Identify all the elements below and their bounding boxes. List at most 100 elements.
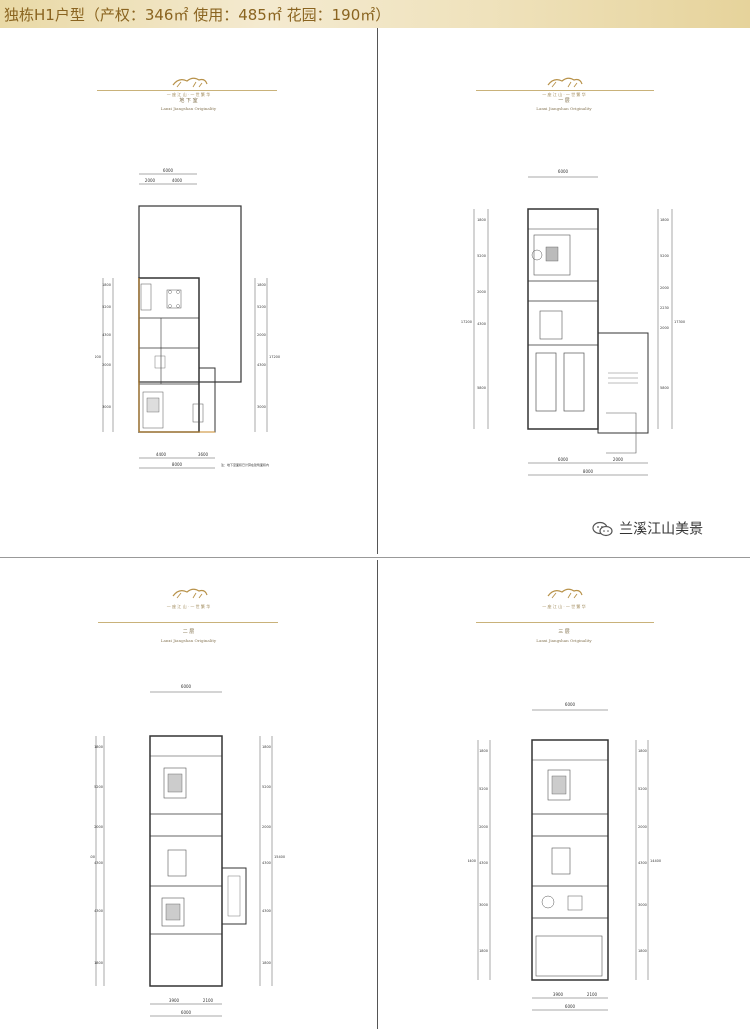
dim-right-5: 2000	[660, 326, 669, 330]
dim-left-total: 17200	[461, 320, 472, 324]
dim-right-4: 4300	[257, 363, 266, 367]
floor-name: 三 层	[558, 629, 570, 635]
panel-second-floor: 一 座 江 山 · 一 世 繁 华 二 层 Lanxi Jiangshan Or…	[0, 560, 377, 1029]
dim-left-1: 1800	[102, 283, 111, 287]
dim-left-5: 3000	[479, 903, 488, 907]
dim-left-6: 1800	[94, 961, 103, 965]
dim-right-5: 3000	[638, 903, 647, 907]
dim-left-total: 14400	[468, 859, 476, 863]
dim-top-total: 6000	[558, 169, 569, 174]
gold-rule	[476, 90, 654, 91]
dim-bottom-b: 2000	[613, 457, 624, 462]
dim-right-2: 5200	[638, 787, 647, 791]
dim-right-4: 2230	[660, 306, 669, 310]
dim-left-3: 4300	[102, 333, 111, 337]
gold-rule	[98, 622, 278, 623]
dim-left-5: 3000	[102, 405, 111, 409]
floor-plan-first: 6000 1800 5200 2000 4300 5800 17200 1800…	[461, 169, 685, 476]
dim-right-6: 1800	[638, 949, 647, 953]
floor-name: 二 层	[182, 629, 195, 635]
dim-left-2: 5200	[477, 254, 486, 258]
floor-plan-basement: 6000 2000 4000 1800 5200 4300 2000 3000	[95, 168, 280, 469]
horse-logo-icon	[547, 588, 583, 599]
wechat-icon	[592, 521, 613, 536]
dim-left-3: 2000	[477, 290, 486, 294]
dim-left-total: 15400	[90, 855, 95, 859]
dim-left-1: 1800	[94, 745, 103, 749]
dim-right-1: 1800	[257, 283, 266, 287]
dim-left-1: 1800	[479, 749, 488, 753]
watermark-text: 兰溪江山美景	[619, 521, 704, 538]
gold-rule	[476, 622, 654, 623]
dim-right-total: 14400	[650, 859, 661, 863]
dim-left-4: 4300	[477, 322, 486, 326]
floor-plan-third: 6000 1800 5200 2000 4300 3000 1800 14400…	[468, 702, 661, 1011]
english-caption: Lanxi Jiangshan Originality	[160, 106, 217, 111]
dim-top-total: 6000	[163, 168, 174, 173]
dim-bottom-total: 8000	[172, 462, 183, 467]
dim-bottom-a: 3900	[169, 998, 180, 1003]
dim-right-total: 15400	[274, 855, 285, 859]
dim-left-2: 5200	[479, 787, 488, 791]
english-caption: Lanxi Jiangshan Originality	[160, 638, 217, 643]
dim-left-3: 2000	[94, 825, 103, 829]
dim-left-3: 2000	[479, 825, 488, 829]
english-caption: Lanxi Jiangshan Originality	[536, 638, 592, 643]
horizontal-divider	[0, 557, 750, 558]
dim-right-3: 2000	[257, 333, 266, 337]
dim-bottom-b: 3600	[198, 452, 209, 457]
panel-first-floor: 一 座 江 山 · 一 世 繁 华 一 层 Lanxi Jiangshan Or…	[378, 28, 750, 557]
vertical-divider-bottom	[377, 560, 378, 1029]
dim-right-2: 5200	[262, 785, 271, 789]
tagline: 一 座 江 山 · 一 世 繁 华	[542, 92, 586, 97]
dim-left-5: 5800	[477, 386, 486, 390]
horse-logo-icon	[172, 588, 208, 599]
dim-right-3: 2000	[638, 825, 647, 829]
tagline: 一 座 江 山 · 一 世 繁 华	[166, 92, 211, 97]
horse-logo-icon	[547, 77, 583, 88]
panel-basement: 一 座 江 山 · 一 世 繁 华 地 下 室 Lanxi Jiangshan …	[0, 28, 377, 557]
gold-rule	[97, 90, 277, 91]
wechat-watermark: 兰溪江山美景	[592, 518, 703, 539]
horse-logo-icon	[172, 77, 208, 88]
dim-right-2: 5200	[257, 305, 266, 309]
vertical-divider-top	[377, 28, 378, 554]
dim-right-total: 17300	[674, 320, 685, 324]
dim-right-2: 5200	[660, 254, 669, 258]
dim-left-2: 5200	[94, 785, 103, 789]
dim-bottom-a: 4400	[156, 452, 167, 457]
dim-top-a: 2000	[145, 178, 156, 183]
dim-left-4: 2000	[102, 363, 111, 367]
dim-top-total: 6000	[565, 702, 576, 707]
dim-left-4: 4300	[479, 861, 488, 865]
dim-top-total: 6000	[181, 684, 192, 689]
dim-right-total: 17200	[269, 355, 280, 359]
dim-left-6: 1800	[479, 949, 488, 953]
title-banner: 独栋H1户型（产权：346㎡ 使用：485㎡ 花园：190㎡）	[0, 0, 750, 28]
english-caption: Lanxi Jiangshan Originality	[536, 106, 592, 111]
dim-bottom-a: 6000	[558, 457, 569, 462]
dim-right-1: 1800	[660, 218, 669, 222]
dim-right-4: 4300	[262, 861, 271, 865]
tagline: 一 座 江 山 · 一 世 繁 华	[542, 604, 586, 609]
dim-right-3: 2000	[262, 825, 271, 829]
tagline: 一 座 江 山 · 一 世 繁 华	[166, 604, 211, 609]
page-title: 独栋H1户型（产权：346㎡ 使用：485㎡ 花园：190㎡）	[4, 6, 391, 24]
dim-right-6: 1800	[262, 961, 271, 965]
panel-third-floor: 一 座 江 山 · 一 世 繁 华 三 层 Lanxi Jiangshan Or…	[378, 560, 750, 1029]
dim-top-b: 4000	[172, 178, 183, 183]
floor-plan-second: 6000 1800 5200 2000 4300 4300 1800 15400…	[90, 684, 285, 1017]
dim-right-1: 1800	[262, 745, 271, 749]
dim-right-5: 4300	[262, 909, 271, 913]
dim-bottom-a: 3900	[553, 992, 564, 997]
dim-bottom-b: 2100	[203, 998, 214, 1003]
dim-right-6: 5800	[660, 386, 669, 390]
dim-bottom-total: 8000	[583, 469, 594, 474]
dim-left-4: 4300	[94, 861, 103, 865]
dim-left-2: 5200	[102, 305, 111, 309]
dim-left-5: 4300	[94, 909, 103, 913]
dim-bottom-total: 6000	[565, 1004, 576, 1009]
dim-left-total: 17200	[95, 355, 101, 359]
plan-note: 注：地下室面积已计算在建筑面积内	[221, 462, 269, 467]
dim-bottom-b: 2100	[587, 992, 598, 997]
